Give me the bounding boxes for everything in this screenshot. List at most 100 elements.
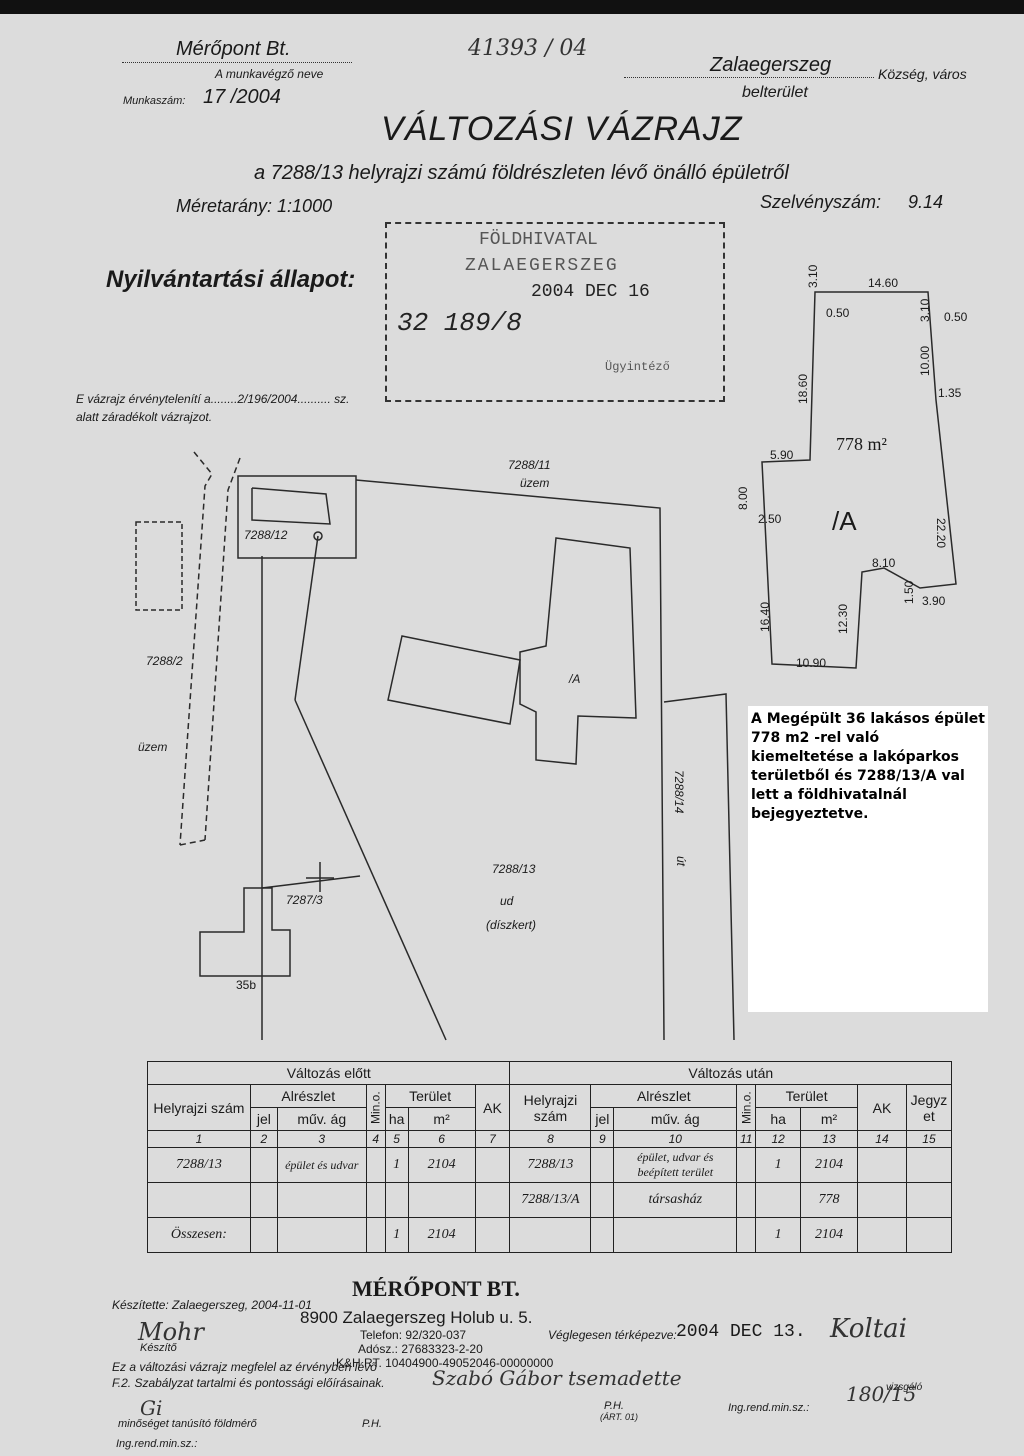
dim-right-step: 1.35 bbox=[938, 386, 962, 400]
label-road-type: út bbox=[674, 856, 688, 867]
label-parcel-7288-13-use2: (díszkert) bbox=[486, 918, 537, 932]
label-building-a: /A bbox=[569, 672, 581, 686]
handwritten-number: 180/15 bbox=[846, 1382, 917, 1406]
dim-left-upper-length: 18.60 bbox=[796, 373, 810, 404]
house-35b bbox=[199, 887, 291, 977]
inset-building-outline bbox=[761, 291, 957, 669]
col-quality-before: Min.o. bbox=[366, 1084, 386, 1131]
building-7288-12 bbox=[251, 487, 331, 525]
header-after: Változás után bbox=[509, 1061, 952, 1085]
col-note-after: Jegyz et bbox=[905, 1084, 953, 1131]
scale: Méretarány: 1:1000 bbox=[176, 196, 333, 216]
col-jel-after: jel bbox=[590, 1107, 615, 1131]
company-phone: Telefon: 92/320-037 bbox=[360, 1328, 467, 1342]
parcel-7288-2-right-edge bbox=[204, 457, 241, 841]
label-parcel-7288-13: 7288/13 bbox=[492, 862, 536, 876]
change-table: Változás előtt Változás után Helyrajzi s… bbox=[146, 1061, 953, 1253]
settlement-underline bbox=[624, 77, 874, 78]
dim-lower-right-width: 3.90 bbox=[922, 594, 946, 608]
label-parcel-7288-13-use: ud bbox=[500, 894, 514, 908]
stamp-date: 2004 DEC 16 bbox=[531, 282, 650, 302]
dim-right-notch-height: 3.10 bbox=[918, 298, 932, 322]
col-jel-before: jel bbox=[249, 1107, 278, 1131]
road-7288-14 bbox=[663, 693, 735, 1041]
dim-inner-lower-length: 12.30 bbox=[836, 603, 850, 634]
settlement-name: Zalaegerszeg bbox=[710, 54, 832, 76]
parcel-7288-12 bbox=[237, 475, 357, 559]
dim-left-notch-height: 3.10 bbox=[806, 264, 820, 288]
col-area-after: Terület bbox=[755, 1084, 858, 1108]
company-stamp: MÉRŐPONT BT. bbox=[352, 1276, 520, 1301]
handwritten-reference: 41393 / 04 bbox=[468, 36, 588, 61]
label-house-35b: 35b bbox=[236, 978, 257, 992]
col-ha-after: ha bbox=[755, 1107, 802, 1131]
inspector-caption: vizsgáló bbox=[886, 1382, 923, 1393]
reg-number-right: Ing.rend.min.sz.: bbox=[728, 1402, 810, 1414]
total-row: Összesen: 1 2104 1 2104 bbox=[147, 1217, 953, 1253]
maker-signature: Mohr bbox=[138, 1318, 204, 1346]
reg-number-left: Ing.rend.min.sz.: bbox=[116, 1438, 198, 1450]
stamp-ph-1: P.H. bbox=[604, 1400, 624, 1412]
dim-right-upper-length: 10.00 bbox=[918, 345, 932, 376]
registry-status-label: Nyilvántartási állapot: bbox=[106, 266, 356, 293]
col-hrsz-after: Helyrajzi szám bbox=[509, 1084, 592, 1131]
dim-left-lower-length: 16.40 bbox=[758, 601, 772, 632]
label-parcel-7288-11-use: üzem bbox=[520, 476, 550, 490]
col-ak-after: AK bbox=[857, 1084, 907, 1131]
registration-note-text: A Megépült 36 lakásos épület 778 m2 -rel… bbox=[751, 711, 985, 822]
invalidation-line-1: E vázrajz érvénytelenítí a........2/196/… bbox=[76, 392, 350, 406]
company-address: 8900 Zalaegerszeg Holub u. 5. bbox=[300, 1308, 533, 1327]
header-before: Változás előtt bbox=[146, 1061, 511, 1085]
parcel-7288-2-left-edge bbox=[179, 451, 213, 846]
quality-surveyor-caption: minőséget tanúsító földmérő bbox=[118, 1418, 257, 1430]
dim-left-step: 5.90 bbox=[770, 448, 794, 462]
stamp-ph-1-note: (ÁRT. 01) bbox=[600, 1412, 639, 1422]
handwritten-remark: Szabó Gábor tsemadette bbox=[432, 1366, 682, 1390]
document-title: VÁLTOZÁSI VÁZRAJZ bbox=[381, 110, 743, 148]
area-type: belterület bbox=[742, 84, 808, 101]
building-left-small bbox=[135, 521, 183, 611]
col-ha-before: ha bbox=[384, 1107, 409, 1131]
final-mapping-label: Véglegesen térképezve: bbox=[548, 1328, 677, 1342]
maker-caption: Készítő bbox=[140, 1342, 177, 1354]
dim-lower-step-height: 1.50 bbox=[902, 580, 916, 604]
label-road-7288-14: 7288/14 bbox=[672, 770, 686, 814]
company-caption: A munkavégző neve bbox=[215, 67, 324, 81]
dim-left-notch-width: 0.50 bbox=[826, 306, 850, 320]
inspector-signature: Koltai bbox=[830, 1314, 907, 1344]
column-number-row: 1 2 3 4 5 6 7 8 9 10 11 12 13 14 15 bbox=[147, 1130, 953, 1148]
scan-top-edge bbox=[0, 0, 1024, 14]
dim-right-lower-length: 22.20 bbox=[934, 518, 948, 549]
building-7288-13-a bbox=[519, 537, 637, 765]
label-parcel-7287-3: 7287/3 bbox=[286, 893, 323, 907]
dim-left-mid-length: 8.00 bbox=[736, 486, 750, 510]
document-subtitle: a 7288/13 helyrajzi számú földrészleten … bbox=[254, 162, 789, 184]
stamp-city: ZALAEGERSZEG bbox=[465, 256, 619, 276]
label-parcel-7288-11: 7288/11 bbox=[508, 458, 551, 472]
company-underline bbox=[122, 62, 352, 63]
sheet-label: Szelvényszám: bbox=[760, 192, 882, 212]
final-mapping-date: 2004 DEC 13. bbox=[676, 1322, 806, 1342]
col-area-before: Terület bbox=[384, 1084, 476, 1108]
inset-building-label: /A bbox=[832, 506, 857, 536]
stamp-footer: Ügyintéző bbox=[605, 360, 670, 374]
dim-right-notch-width: 0.50 bbox=[944, 310, 968, 324]
label-parcel-7288-2: 7288/2 bbox=[146, 654, 183, 668]
surveyor-signature: Gi bbox=[140, 1396, 163, 1420]
company-bank: K&H RT. 10404900-49052046-00000000 bbox=[336, 1356, 554, 1370]
job-number: 17 /2004 bbox=[203, 86, 281, 108]
col-cultivation-before: műv. ág bbox=[276, 1107, 367, 1131]
settlement-caption: Község, város bbox=[878, 66, 967, 82]
table-row: 7288/13 épület és udvar 1 2104 7288/13 é… bbox=[147, 1147, 953, 1183]
col-m2-after: m² bbox=[800, 1107, 858, 1131]
col-cultivation-after: műv. ág bbox=[613, 1107, 738, 1131]
col-quality-after: Min.o. bbox=[736, 1084, 756, 1131]
label-parcel-7288-2-use: üzem bbox=[138, 740, 168, 754]
job-number-label: Munkaszám: bbox=[123, 95, 186, 107]
conformity-line-2: F.2. Szabályzat tartalmi és pontossági e… bbox=[112, 1376, 385, 1390]
dim-top-width: 14.60 bbox=[868, 276, 899, 290]
col-subdivision-after: Alrészlet bbox=[590, 1084, 738, 1108]
land-office-stamp: FÖLDHIVATAL ZALAEGERSZEG 2004 DEC 16 32 … bbox=[385, 222, 725, 402]
dim-left-offset: 2.50 bbox=[758, 512, 782, 526]
